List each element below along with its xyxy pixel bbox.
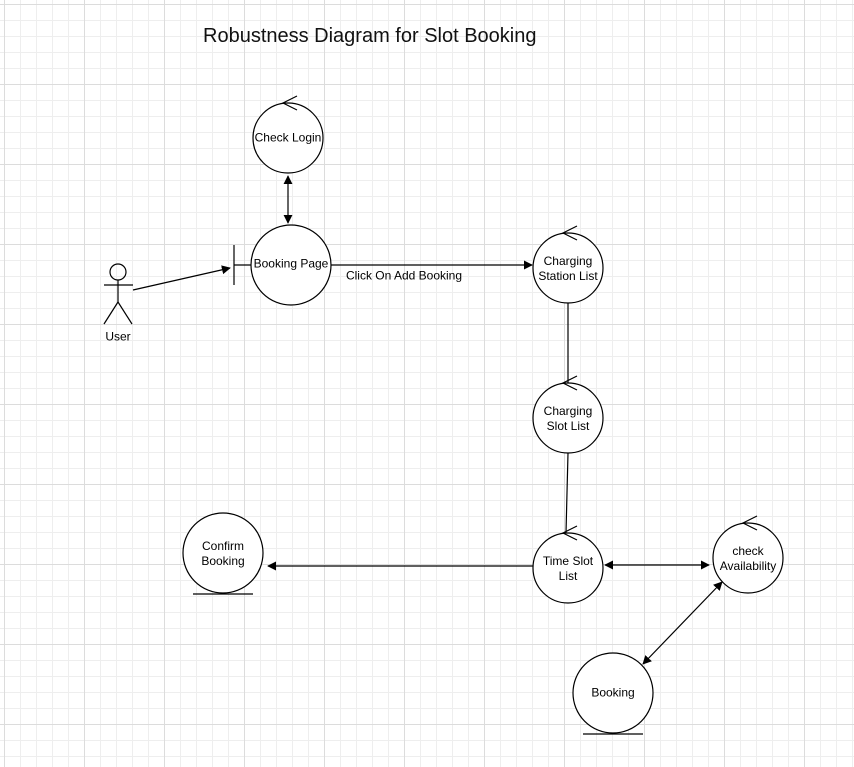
check-availability-control[interactable] bbox=[712, 515, 784, 594]
slot-list-to-time-slot-connector[interactable] bbox=[565, 452, 569, 534]
diagram-title: Robustness Diagram for Slot Booking bbox=[203, 25, 537, 47]
check-login-control[interactable] bbox=[252, 95, 324, 174]
confirm-booking-entity[interactable] bbox=[182, 512, 264, 595]
confirm-booking-label: Confirm Booking bbox=[201, 539, 245, 568]
check-availability-label: check Availability bbox=[719, 544, 777, 573]
user-label: User bbox=[105, 329, 131, 344]
booking-label: Booking bbox=[591, 685, 635, 700]
time-slot-list-label: Time Slot List bbox=[542, 554, 594, 583]
booking-page-label: Booking Page bbox=[253, 256, 329, 271]
check-availability-booking-connector[interactable] bbox=[642, 581, 723, 665]
user-actor-icon[interactable] bbox=[103, 263, 133, 325]
booking-entity[interactable] bbox=[572, 652, 654, 735]
booking-page-boundary[interactable] bbox=[233, 224, 332, 306]
user-to-booking-page-connector[interactable] bbox=[132, 265, 231, 291]
check-login-label: Check Login bbox=[254, 130, 322, 145]
time-slot-list-control[interactable] bbox=[532, 525, 604, 604]
add-booking-edge-label: Click On Add Booking bbox=[345, 268, 463, 283]
charging-station-list-label: Charging Station List bbox=[538, 254, 598, 283]
charging-slot-list-label: Charging Slot List bbox=[543, 404, 593, 433]
